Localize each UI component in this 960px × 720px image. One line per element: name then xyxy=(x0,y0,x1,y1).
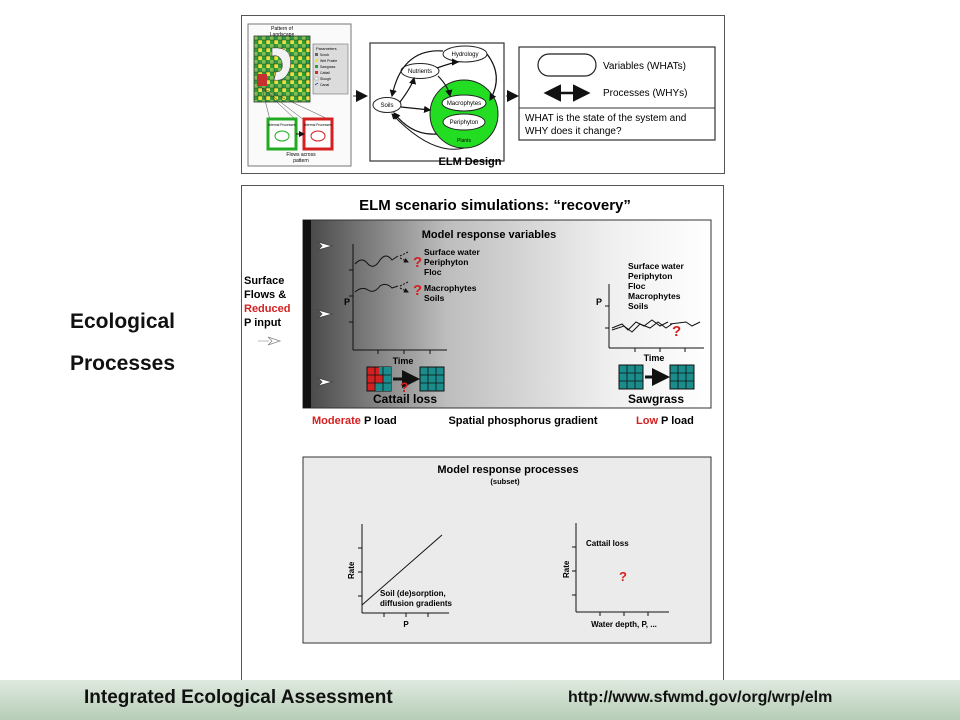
left-trace-top xyxy=(354,255,399,267)
left-var-1: Periphyton xyxy=(424,257,468,267)
params-title: Parameters xyxy=(316,46,337,51)
flows-label-2: pattern xyxy=(293,158,309,164)
svg-text:Periphyton: Periphyton xyxy=(450,120,479,126)
right-trace-2 xyxy=(611,321,673,333)
inflow-arrow-3 xyxy=(316,377,334,387)
input-label-1: Surface xyxy=(244,275,284,287)
legend-variable-shape xyxy=(537,53,597,77)
node-macrophytes xyxy=(441,94,487,112)
internal-label-2: Internal Processes xyxy=(304,123,332,127)
input-label-4: P input xyxy=(244,317,281,329)
processes-subtitle: (subset) xyxy=(490,477,520,486)
gradient-moderate: Moderate xyxy=(312,415,361,427)
landscape-title-1: Pattern of xyxy=(271,26,293,32)
node-soils xyxy=(372,97,402,113)
gradient-middle: Spatial phosphorus gradient xyxy=(448,415,597,427)
sawgrass-grid-a xyxy=(618,364,644,390)
gradient-p-load-right: P load xyxy=(658,415,694,427)
input-label-3: Reduced xyxy=(244,303,290,315)
right-axis-time: Time xyxy=(644,353,665,363)
right-proc-question: ? xyxy=(619,569,627,584)
legend-question-2: WHY does it change? xyxy=(525,126,622,137)
legend-variables-label: Variables (WHATs) xyxy=(603,61,686,72)
processes-title: Model response processes xyxy=(437,464,578,476)
right-question: ? xyxy=(672,323,681,340)
cattail-question: ? xyxy=(400,379,409,395)
right-var-3: Macrophytes xyxy=(628,291,681,301)
soil-label-2: diffusion gradients xyxy=(380,599,453,608)
inflow-arrow-left xyxy=(267,336,282,346)
left-var-0: Surface water xyxy=(424,247,480,257)
right-var-0: Surface water xyxy=(628,261,684,271)
svg-text:Hydrology: Hydrology xyxy=(451,52,478,58)
right-x-label: Water depth, P, ... xyxy=(591,620,657,629)
right-var-1: Periphyton xyxy=(628,271,672,281)
left-var-3: Macrophytes xyxy=(424,283,477,293)
gradient-label-left: Moderate P load xyxy=(312,415,397,427)
param-0: Scrub xyxy=(320,53,329,57)
inflow-arrow-1 xyxy=(316,241,334,251)
param-2: Sawgrass xyxy=(320,65,336,69)
gradient-label-right: Low P load xyxy=(636,415,694,427)
right-var-2: Floc xyxy=(628,281,646,291)
input-label-2: Flows & xyxy=(244,289,286,301)
elm-design-diagram: Pattern of Landscape Parameters Scrub We… xyxy=(247,23,716,168)
left-var-4: Soils xyxy=(424,293,445,303)
flows-label-1: Flows across xyxy=(286,152,316,158)
left-axis-time: Time xyxy=(393,356,414,366)
gradient-p-load-left: P load xyxy=(361,415,397,427)
param-3: Cattail xyxy=(320,71,330,75)
footer-bar xyxy=(0,680,960,720)
svg-text:Macrophytes: Macrophytes xyxy=(447,101,481,107)
response-variables-box xyxy=(302,219,712,409)
gradient-low: Low xyxy=(636,415,658,427)
node-periphyton xyxy=(442,113,486,131)
cattail-grid-teal xyxy=(419,366,445,392)
footer-url[interactable]: http://www.sfwmd.gov/org/wrp/elm xyxy=(568,689,833,706)
sawgrass-grid-b xyxy=(669,364,695,390)
left-question-top: ? xyxy=(413,254,422,271)
left-trace-bottom xyxy=(354,283,399,293)
cattail-loss-proc-label: Cattail loss xyxy=(586,539,629,548)
side-title-line1: Ecological xyxy=(69,310,176,333)
left-rate-line xyxy=(361,534,443,606)
soil-label-1: Soil (de)sorption, xyxy=(380,589,446,598)
scenario-title: ELM scenario simulations: “recovery” xyxy=(359,197,631,214)
left-x-label: P xyxy=(403,620,409,629)
left-axis-p: P xyxy=(344,297,350,307)
right-rate-label: Rate xyxy=(562,560,571,578)
left-question-bottom: ? xyxy=(413,282,422,299)
cattail-grid-mixed xyxy=(366,366,392,392)
left-var-2: Floc xyxy=(424,267,442,277)
node-plants-label: Plants xyxy=(457,138,471,144)
elm-design-caption: ELM Design xyxy=(439,156,502,168)
param-5: Canal xyxy=(320,83,329,87)
response-variables-title: Model response variables xyxy=(422,229,557,241)
right-axis-p: P xyxy=(596,297,602,307)
side-title-line2: Processes xyxy=(69,352,176,375)
svg-text:Nutrients: Nutrients xyxy=(408,69,432,75)
landscape-title-2: Landscape xyxy=(270,32,295,38)
svg-text:Soils: Soils xyxy=(380,103,393,109)
inflow-arrow-2 xyxy=(316,309,334,319)
internal-label-1: Internal Processes xyxy=(268,123,296,127)
legend-question-1: WHAT is the state of the system and xyxy=(525,113,686,124)
scenario-panel: ELM scenario simulations: “recovery” Mod… xyxy=(241,185,724,681)
param-1: Wet Prairie xyxy=(320,59,337,63)
legend-processes-label: Processes (WHYs) xyxy=(603,88,687,99)
footer-left-text: Integrated Ecological Assessment xyxy=(84,687,393,708)
right-var-4: Soils xyxy=(628,301,649,311)
sawgrass-label: Sawgrass xyxy=(628,392,684,406)
left-rate-label: Rate xyxy=(347,561,356,579)
param-4: Slough xyxy=(320,77,331,81)
elm-design-panel: Pattern of Landscape Parameters Scrub We… xyxy=(241,15,725,174)
scenario-diagram: ELM scenario simulations: “recovery” Mod… xyxy=(244,197,712,644)
cattail-loss-label: Cattail loss xyxy=(373,392,437,406)
